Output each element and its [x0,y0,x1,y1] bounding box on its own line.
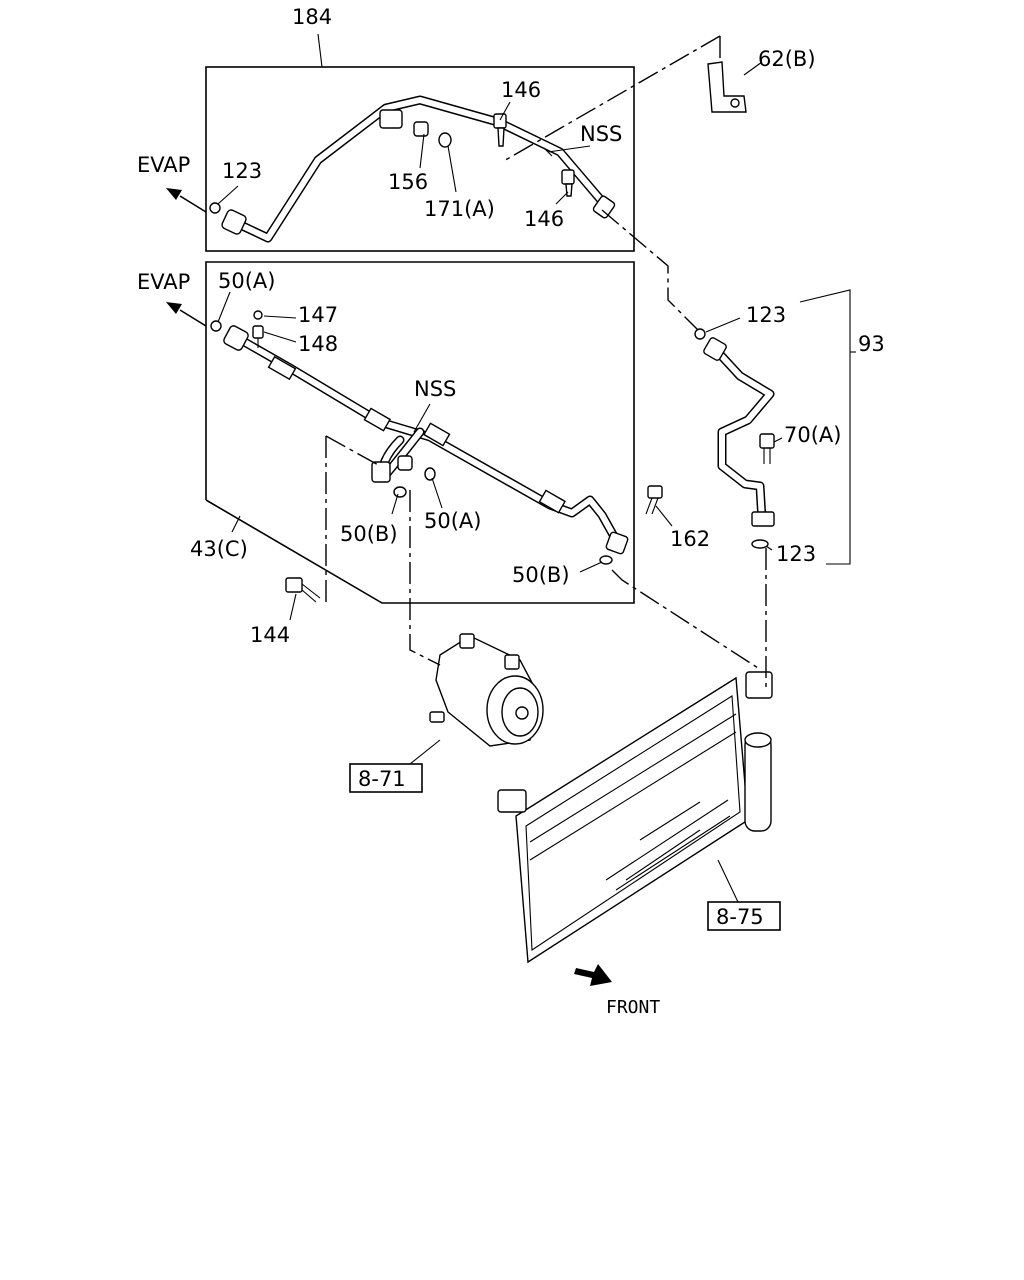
lower-hose-fitting-right [599,531,629,565]
bolt-70a-icon [759,433,775,464]
evap-arrow-upper-icon [166,188,207,213]
ref-box-8-71 [349,763,423,793]
upper-service-valve-146 [493,113,507,147]
label-8-75: 8-75 [716,905,764,929]
label-123-right: 123 [746,303,786,327]
hose-loop-to-compressor [371,427,425,483]
upper-pipe-fitting-left [209,202,247,235]
liquid-pipe-93 [694,328,775,549]
label-144: 144 [250,623,290,647]
label-162: 162 [670,527,710,551]
evap-arrow-lower-icon [166,302,207,327]
label-156: 156 [388,170,428,194]
front-arrow-icon [574,964,612,986]
label-171a: 171(A) [424,197,495,221]
bolt-162-icon [645,485,663,515]
label-146-mid: 146 [524,207,564,231]
lower-suction-hose [210,310,629,565]
label-123-bottom: 123 [776,542,816,566]
compressor-icon [429,633,544,747]
upper-pipe-joint [379,109,452,148]
label-evap-upper: EVAP [137,153,190,177]
upper-evap-pipe [209,95,616,243]
label-8-71: 8-71 [358,767,406,791]
bracket-62b-icon [707,61,763,113]
receiver-drier-icon [744,732,772,832]
bolt-144-icon [285,577,321,603]
label-nss-upper: NSS [580,122,622,146]
label-50a-top: 50(A) [218,269,275,293]
label-62b: 62(B) [758,47,816,71]
group-bracket-93 [799,289,856,565]
connection-lines [325,35,767,688]
label-148: 148 [298,332,338,356]
label-123-upper: 123 [222,159,262,183]
upper-assembly-box [205,33,635,252]
lower-hose-fitting-left [210,320,249,351]
label-70a: 70(A) [784,423,841,447]
label-front: FRONT [606,997,660,1018]
leader-lines [217,101,783,903]
upper-pipe-fitting-right [592,195,616,219]
label-evap-lower: EVAP [137,270,190,294]
label-50a-mid: 50(A) [424,509,481,533]
lower-assembly-box [205,261,635,604]
label-184: 184 [292,5,332,29]
label-50b-right: 50(B) [512,563,570,587]
ref-box-8-75 [707,901,781,931]
label-93: 93 [858,332,885,356]
label-43c: 43(C) [190,537,248,561]
label-50b-left: 50(B) [340,522,398,546]
label-147: 147 [298,303,338,327]
service-valve-148 [252,310,264,348]
label-146-top: 146 [501,78,541,102]
label-nss-lower: NSS [414,377,456,401]
